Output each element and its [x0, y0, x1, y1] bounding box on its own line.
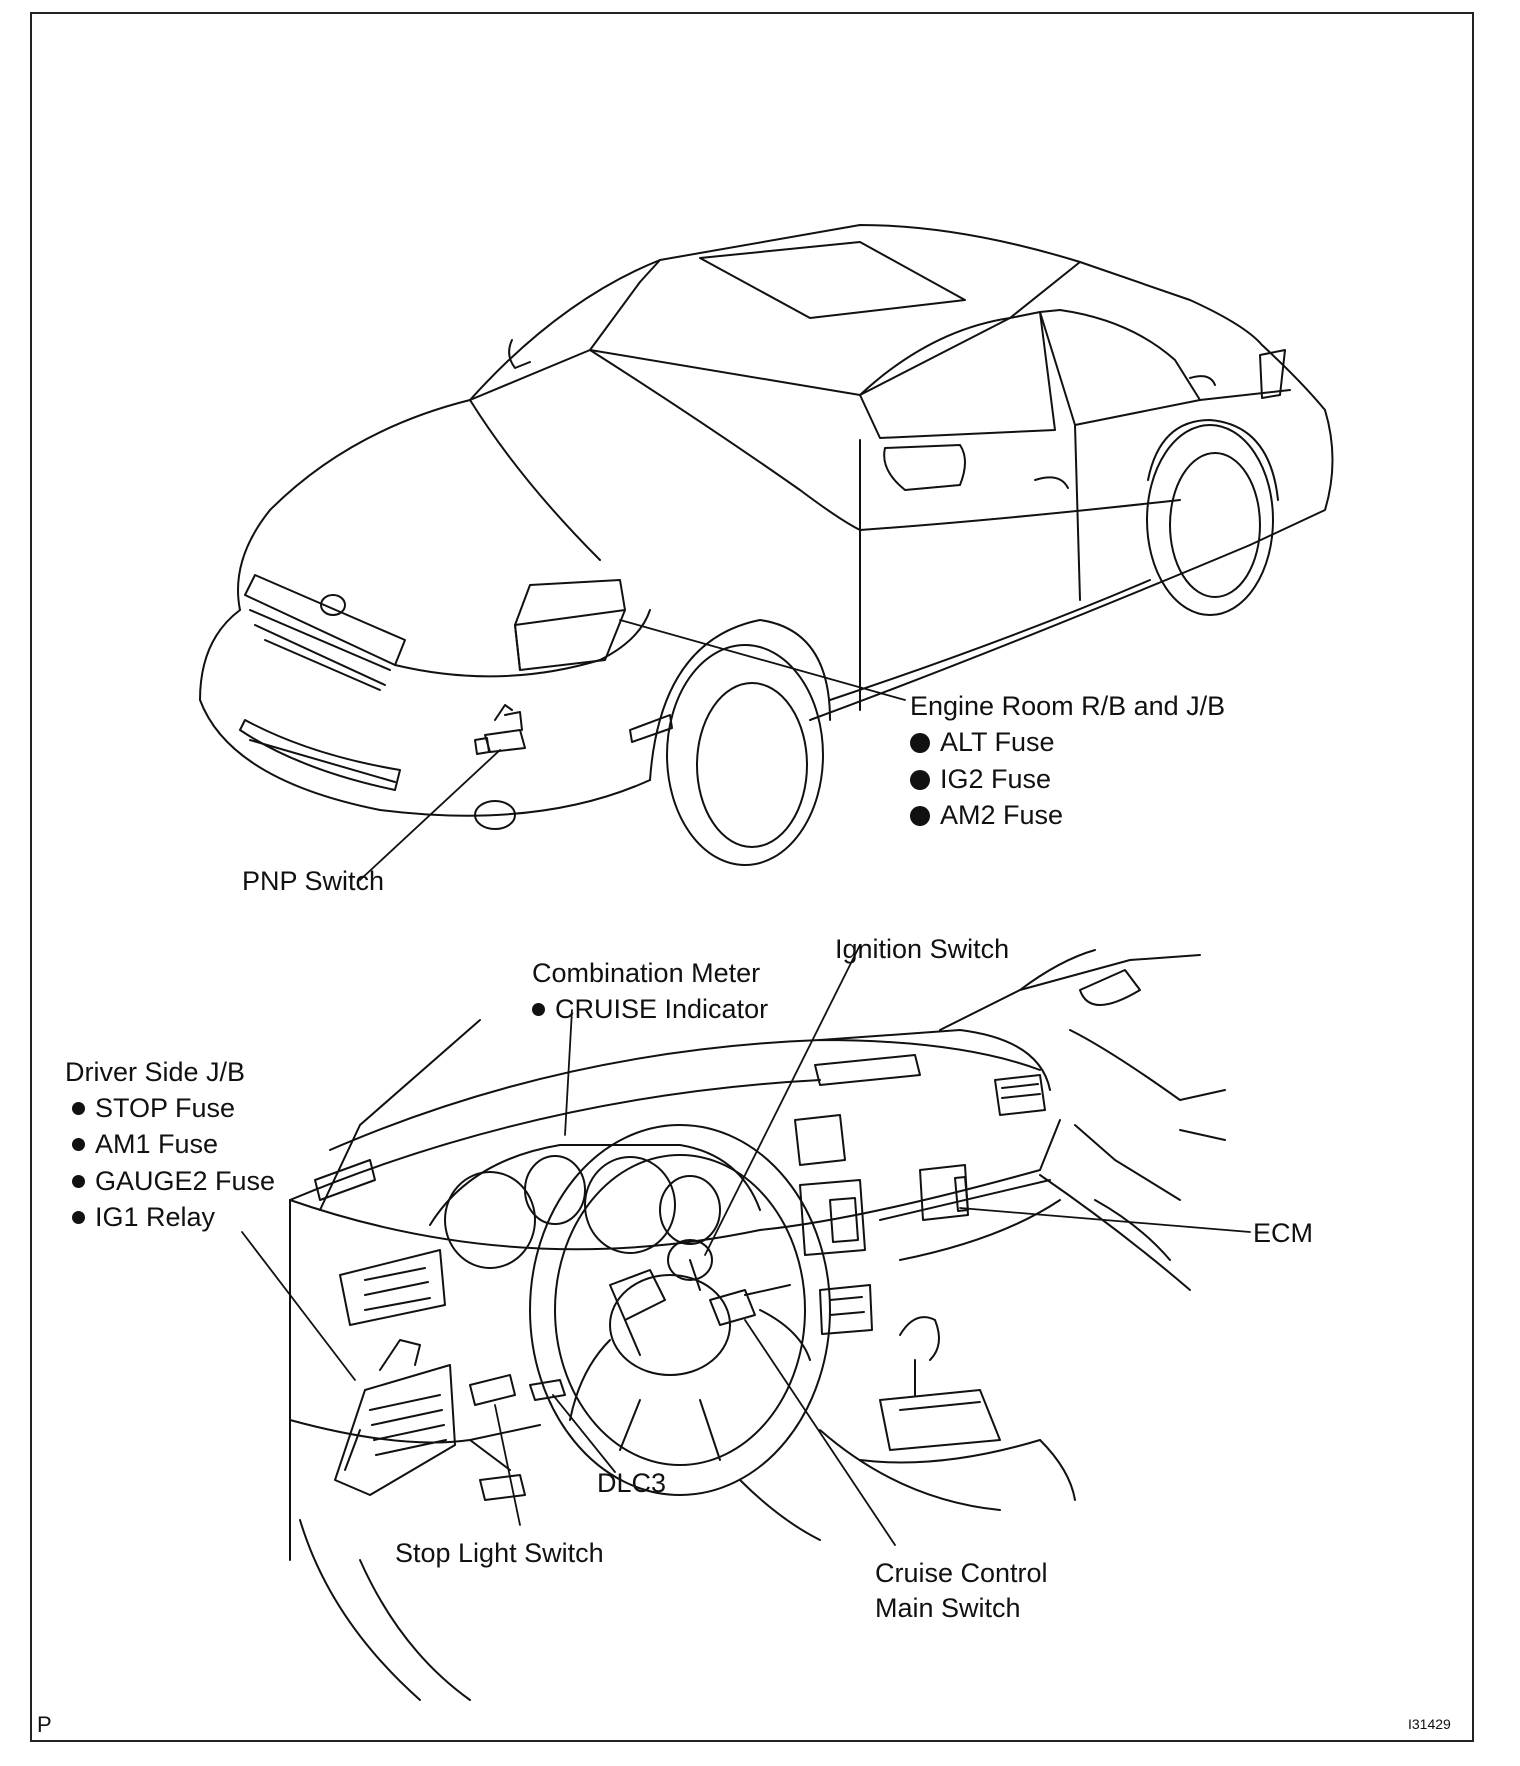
pnp-switch-label: PNP Switch: [242, 866, 385, 896]
bullet-icon: [910, 806, 930, 826]
bullet-icon: [532, 1003, 545, 1016]
dashboard-interior-drawing: [289, 949, 1226, 1701]
bullet-icon: [72, 1175, 85, 1188]
driver-side-jb-label: Driver Side J/B: [65, 1057, 246, 1087]
stop-light-switch-label: Stop Light Switch: [395, 1538, 604, 1568]
ecm-label: ECM: [1253, 1218, 1313, 1248]
cruise-indicator-label: CRUISE Indicator: [532, 991, 768, 1027]
bullet-icon: [72, 1138, 85, 1151]
ig2-fuse-label: IG2 Fuse: [910, 761, 1051, 797]
bullet-icon: [72, 1102, 85, 1115]
cruise-control-label-line1: Cruise Control: [875, 1558, 1048, 1588]
stop-fuse-label: STOP Fuse: [72, 1090, 235, 1126]
interior-leader-lines: [241, 944, 1251, 1546]
engine-room-rb-jb-label: Engine Room R/B and J/B: [910, 691, 1226, 721]
ignition-switch-label: Ignition Switch: [835, 934, 1010, 964]
bullet-icon: [910, 770, 930, 790]
car-exterior-drawing: [199, 224, 1334, 866]
cruise-control-label-line2: Main Switch: [875, 1593, 1021, 1623]
ig1-relay-label: IG1 Relay: [72, 1199, 215, 1235]
gauge2-fuse-label: GAUGE2 Fuse: [72, 1163, 275, 1199]
exterior-leader-lines: [359, 619, 906, 881]
am1-fuse-label: AM1 Fuse: [72, 1126, 218, 1162]
bullet-icon: [910, 733, 930, 753]
diagram-frame: [30, 12, 1474, 1742]
page-corner-letter: P: [37, 1712, 52, 1737]
alt-fuse-label: ALT Fuse: [910, 724, 1055, 760]
bullet-icon: [72, 1211, 85, 1224]
figure-id: I31429: [1408, 1716, 1451, 1732]
combination-meter-label: Combination Meter: [532, 958, 761, 988]
dlc3-label: DLC3: [597, 1468, 667, 1498]
am2-fuse-label: AM2 Fuse: [910, 797, 1063, 833]
